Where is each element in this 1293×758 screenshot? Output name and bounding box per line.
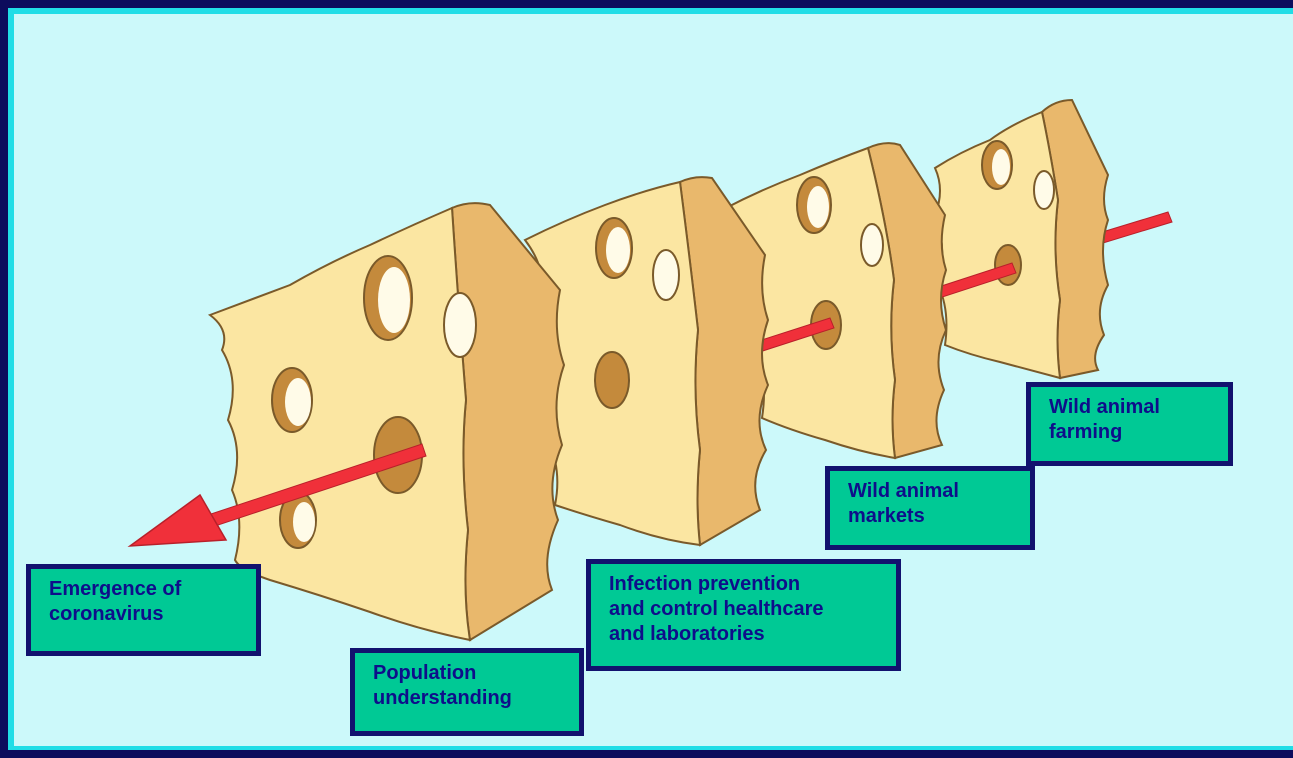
label-text: Wild animal farming xyxy=(1049,395,1218,445)
cheese-hole xyxy=(293,502,315,542)
label-emergence-of-coronavirus: Emergence of coronavirus xyxy=(26,564,261,656)
label-text: Wild animal markets xyxy=(848,479,1020,529)
arrow-head xyxy=(130,495,226,546)
label-wild-animal-markets: Wild animal markets xyxy=(825,466,1035,550)
cheese-hole xyxy=(378,267,410,333)
label-text: Emergence of coronavirus xyxy=(49,577,246,627)
label-infection-prevention: Infection prevention and control healthc… xyxy=(586,559,901,671)
label-text: Infection prevention and control healthc… xyxy=(609,572,886,647)
label-wild-animal-farming: Wild animal farming xyxy=(1026,382,1233,466)
cheese-hole xyxy=(606,227,630,273)
cheese-hole xyxy=(992,149,1010,185)
cheese-hole xyxy=(861,224,883,266)
cheese-slice-farming xyxy=(935,100,1108,378)
cheese-hole xyxy=(285,378,311,426)
cheese-hole xyxy=(653,250,679,300)
cheese-hole xyxy=(444,293,476,357)
label-population-understanding: Population understanding xyxy=(350,648,584,736)
cheese-slice-population xyxy=(210,203,564,640)
cheese-hole xyxy=(807,186,829,228)
label-text: Population understanding xyxy=(373,661,569,711)
cheese-hole xyxy=(1034,171,1054,209)
cheese-hole xyxy=(595,352,629,408)
